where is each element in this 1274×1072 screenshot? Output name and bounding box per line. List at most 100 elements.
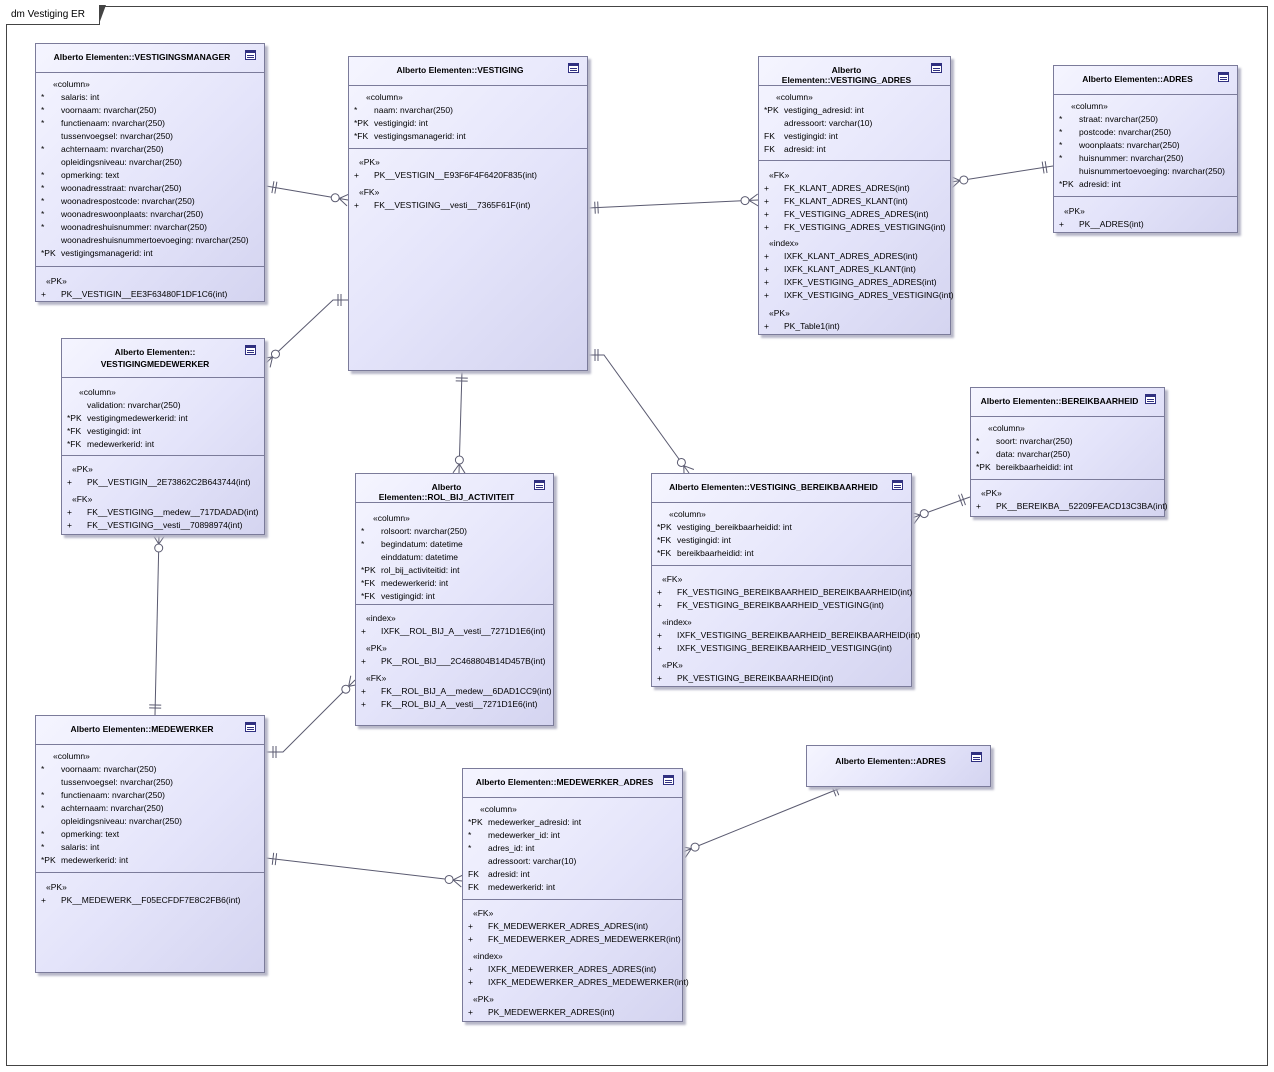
entity-medewerker-adres[interactable]: Alberto Elementen::MEDEWERKER_ADRES«colu… — [462, 768, 689, 1022]
pk-row: +PK__VESTIGIN__2E73862C2B643744(int) — [62, 476, 264, 489]
relationship-line — [266, 679, 356, 753]
entity-adres[interactable]: Alberto Elementen::ADRES«column»*straat:… — [1053, 65, 1238, 233]
fk-row: +FK_VESTIGING_BEREIKBAARHEID_BEREIKBAARH… — [652, 586, 913, 599]
fk-row: +FK__ROL_BIJ_A__medew__6DAD1CC9(int) — [356, 685, 553, 698]
relationship-line — [682, 786, 844, 853]
row-text: FK_VESTIGING_BEREIKBAARHEID_BEREIKBAARHE… — [677, 587, 913, 597]
entity-header: Alberto Elementen::ADRES — [807, 746, 990, 788]
row-marker: + — [67, 507, 72, 517]
column-row: *straat: nvarchar(250) — [1054, 113, 1237, 126]
row-text: PK__VESTIGIN__EE3F63480F1DF1C6(int) — [61, 289, 228, 299]
row-text: IXFK_VESTIGING_BEREIKBAARHEID_VESTIGING(… — [677, 643, 892, 653]
zero-marker — [690, 842, 700, 852]
entity-title: Alberto Elementen::VESTIGING_BEREIKBAARH… — [669, 482, 878, 492]
column-row: *woonadresstraat: nvarchar(250) — [36, 182, 264, 195]
entity-vestigingsmanager[interactable]: Alberto Elementen::VESTIGINGSMANAGER«col… — [35, 43, 265, 302]
row-text: medewerkerid: int — [381, 578, 449, 588]
row-marker: + — [468, 934, 473, 944]
entity-adres2[interactable]: Alberto Elementen::ADRES — [806, 745, 991, 787]
row-marker: + — [764, 290, 769, 300]
column-row: *voornaam: nvarchar(250) — [36, 104, 264, 117]
row-text: medewerker_id: int — [488, 830, 560, 840]
rel-medewerker-vestigingmedewerker — [149, 534, 166, 716]
row-text: vestigingid: int — [87, 426, 141, 436]
entity-title: VESTIGINGMEDEWERKER — [100, 359, 210, 369]
row-text: vestigingid: int — [677, 535, 731, 545]
section-divider — [349, 148, 587, 149]
one-marker — [271, 852, 275, 865]
index-stereotype: «index» — [366, 613, 396, 623]
row-marker: * — [41, 842, 45, 852]
entity-vestiging-bereikbaarheid[interactable]: Alberto Elementen::VESTIGING_BEREIKBAARH… — [651, 473, 920, 687]
row-text: vestigingsmanagerid: int — [61, 248, 153, 258]
rel-manager-vestiging — [265, 181, 350, 207]
fk-stereotype: «FK» — [359, 187, 380, 197]
row-text: bereikbaarheidid: int — [996, 462, 1073, 472]
table-icon — [892, 480, 903, 490]
pk-row: +PK_Table1(int) — [759, 320, 950, 333]
section-divider — [356, 502, 553, 503]
pk-stereotype: «PK» — [359, 157, 380, 167]
one-marker — [958, 494, 964, 507]
row-marker: + — [764, 222, 769, 232]
row-text: begindatum: datetime — [381, 539, 463, 549]
column-row: *voornaam: nvarchar(250) — [36, 763, 264, 776]
column-row: opleidingsniveau: nvarchar(250) — [36, 815, 264, 828]
column-row: huisnummertoevoeging: nvarchar(250) — [1054, 165, 1237, 178]
row-marker: + — [354, 170, 359, 180]
entity-header: Alberto Elementen::MEDEWERKER_ADRES — [463, 769, 682, 797]
column-row: *salaris: int — [36, 841, 264, 854]
row-text: FK_MEDEWERKER_ADRES_ADRES(int) — [488, 921, 649, 931]
section-divider — [463, 797, 682, 798]
entity-vestiging[interactable]: Alberto Elementen::VESTIGING«column»*naa… — [348, 56, 588, 371]
row-marker: + — [67, 477, 72, 487]
rel-adres2-medewerker-adres — [680, 783, 844, 858]
entity-medewerker[interactable]: Alberto Elementen::MEDEWERKER«column»*vo… — [35, 715, 265, 973]
row-text: straat: nvarchar(250) — [1079, 114, 1158, 124]
entity-vestiging-adres[interactable]: Alberto Elementen::VESTIGING_ADRES«colum… — [758, 56, 954, 335]
row-text: FK__ROL_BIJ_A__medew__6DAD1CC9(int) — [381, 686, 552, 696]
rel-vestiging-vestiging-adres — [587, 193, 759, 214]
table-icon — [1218, 72, 1229, 82]
fk-row: +FK_KLANT_ADRES_KLANT(int) — [759, 195, 950, 208]
one-marker — [271, 181, 275, 194]
pk-row: +PK__VESTIGIN__EE3F63480F1DF1C6(int) — [36, 288, 264, 301]
column-row: *postcode: nvarchar(250) — [1054, 126, 1237, 139]
many-marker — [949, 175, 961, 182]
row-text: opleidingsniveau: nvarchar(250) — [61, 157, 182, 167]
many-marker — [951, 180, 961, 189]
section-divider — [36, 72, 264, 73]
row-marker: + — [361, 699, 366, 709]
row-text: PK__ADRES(int) — [1079, 219, 1144, 229]
entity-rol-bij-activiteit[interactable]: Alberto Elementen::ROL_BIJ_ACTIVITEIT«co… — [355, 473, 554, 726]
row-marker: + — [67, 520, 72, 530]
pk-stereotype: «PK» — [769, 308, 790, 318]
columns-stereotype: «column» — [53, 751, 90, 761]
fk-row: +FK__ROL_BIJ_A__vesti__7271D1E6(int) — [356, 698, 553, 711]
columns-stereotype: «column» — [53, 79, 90, 89]
entity-vestigingmedewerker[interactable]: Alberto Elementen::VESTIGINGMEDEWERKER«c… — [61, 338, 265, 535]
row-text: adresid: int — [488, 869, 530, 879]
fk-row: +FK__VESTIGING__medew__717DADAD(int) — [62, 506, 264, 519]
row-text: bereikbaarheidid: int — [677, 548, 754, 558]
row-marker: *FK — [67, 439, 82, 449]
row-marker: + — [657, 643, 662, 653]
entity-bereikbaarheid[interactable]: Alberto Elementen::BEREIKBAARHEID«column… — [970, 387, 1168, 517]
row-marker: * — [41, 790, 45, 800]
row-marker: + — [468, 964, 473, 974]
entity-header: Alberto Elementen::MEDEWERKER — [36, 716, 264, 744]
zero-marker — [270, 349, 280, 359]
rel-vestiging-bereikbaarheid — [588, 349, 695, 477]
row-text: vestiging_adresid: int — [784, 105, 864, 115]
column-row: *adres_id: int — [463, 842, 682, 855]
row-marker: * — [1059, 153, 1063, 163]
pk-stereotype: «PK» — [46, 276, 67, 286]
entity-title: Alberto Elementen::ROL_BIJ_ACTIVITEIT — [378, 482, 515, 502]
index-row: +IXFK_VESTIGING_ADRES_ADRES(int) — [759, 276, 950, 289]
